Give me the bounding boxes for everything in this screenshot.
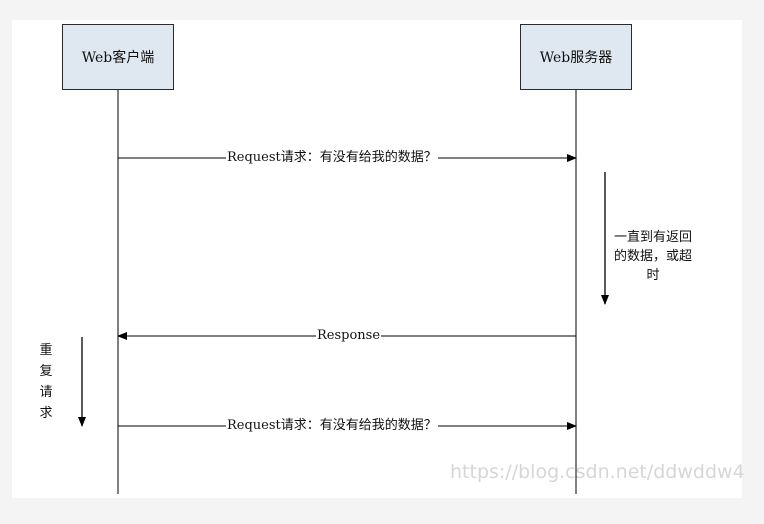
request-label-1: Request请求：有没有给我的数据？	[226, 150, 438, 166]
client-repeat-note: 重复请求	[39, 343, 53, 421]
request-label-2: Request请求：有没有给我的数据？	[226, 418, 438, 434]
server-actor-box: Web服务器	[520, 24, 632, 90]
watermark: https://blog.csdn.net/ddwddw4	[450, 461, 745, 483]
server-wait-note: 一直到有返回的数据，或超时	[614, 230, 693, 283]
server-actor-label: Web服务器	[539, 50, 613, 66]
response-label: Response	[316, 328, 382, 344]
client-actor-box: Web客户端	[62, 24, 174, 90]
client-actor-label: Web客户端	[81, 50, 155, 66]
